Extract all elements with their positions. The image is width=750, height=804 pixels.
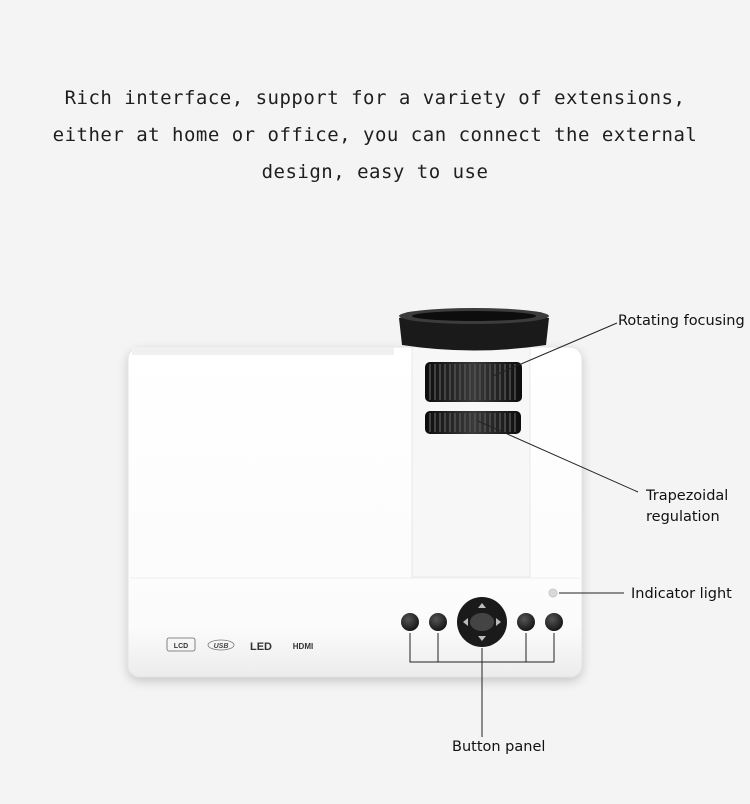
headline-line-2: either at home or office, you can connec… (52, 124, 698, 146)
callout-trapezoidal-line-2: regulation (646, 509, 720, 525)
headline-line-1: Rich interface, support for a variety of… (64, 87, 686, 109)
headline-line-3: design, easy to use (261, 161, 489, 183)
dpad-button[interactable] (457, 597, 507, 647)
callout-trapezoidal-line-1: Trapezoidal (646, 488, 729, 504)
spec-badges: LCD USB LED HDMI (166, 637, 313, 653)
panel-button-1[interactable] (401, 613, 419, 631)
lens-ring (399, 308, 549, 351)
callout-indicator-light: Indicator light (631, 586, 732, 602)
indicator-light-icon (548, 588, 558, 598)
callout-rotating-focusing: Rotating focusing (618, 313, 745, 329)
callout-button-panel: Button panel (452, 739, 546, 755)
callout-trapezoidal-regulation: Trapezoidal regulation (646, 486, 728, 528)
keystone-wheel-icon[interactable] (425, 411, 521, 434)
badge-hdmi: HDMI (293, 642, 313, 651)
panel-button-2[interactable] (429, 613, 447, 631)
focus-ring-icon[interactable] (425, 362, 522, 402)
leader-lines (409, 322, 639, 737)
badge-usb: USB (214, 643, 229, 650)
panel-button-4[interactable] (517, 613, 535, 631)
button-panel (401, 597, 563, 647)
top-lip (132, 347, 394, 355)
panel-button-5[interactable] (545, 613, 563, 631)
leader-focus (492, 322, 618, 377)
headline: Rich interface, support for a variety of… (0, 80, 750, 191)
badge-lcd: LCD (174, 643, 188, 650)
badge-led: LED (250, 641, 272, 653)
leader-trapezoidal (477, 420, 639, 493)
